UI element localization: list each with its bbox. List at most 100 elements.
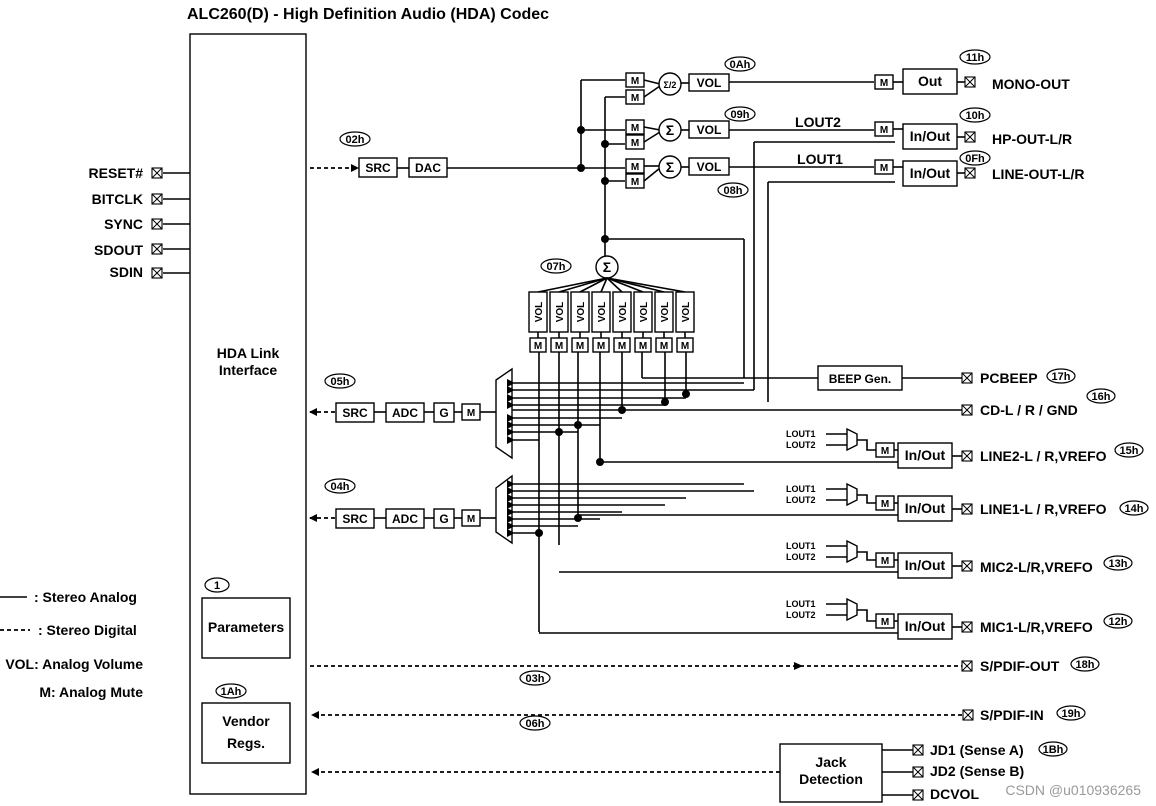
diagram-title: ALC260(D) - High Definition Audio (HDA) … — [187, 6, 549, 23]
dac-label: DAC — [415, 161, 441, 175]
mixer-vol-label: VOL — [681, 302, 692, 323]
node-0ah: 0Ah — [730, 59, 751, 71]
mixer-mute-label: M — [660, 341, 668, 352]
lout2-label: LOUT2 — [795, 114, 841, 130]
node-10h: 10h — [966, 110, 985, 122]
node-09h: 09h — [731, 109, 750, 121]
hp-inout-box — [902, 123, 958, 150]
mixer-vol-label: VOL — [555, 302, 566, 323]
node-07h: 07h — [547, 261, 566, 273]
parameters-box — [201, 597, 291, 659]
node-08h: 08h — [724, 185, 743, 197]
pin-sync: SYNC — [104, 216, 143, 232]
src-04: SRC — [342, 512, 368, 526]
vendor-node: 1Ah — [221, 686, 242, 698]
lout1-label: LOUT1 — [797, 151, 843, 167]
in-stage-label: In/Out — [905, 500, 946, 516]
legend-analog: : Stereo Analog — [34, 589, 137, 605]
mixer-vol-label: VOL — [534, 302, 545, 323]
pin-terminal-icon — [151, 193, 163, 205]
pin-mono-out: MONO-OUT — [992, 76, 1070, 92]
pin-terminal-icon — [961, 560, 973, 572]
legend-vol: VOL: Analog Volume — [5, 656, 143, 672]
in-stage-label: In/Out — [905, 618, 946, 634]
line-inout-box — [902, 160, 958, 187]
pin-spdif-in: S/PDIF-IN — [980, 707, 1044, 723]
hda-link-box — [189, 33, 307, 795]
in-mute-label: M — [881, 617, 889, 628]
lout1-tag: LOUT1 — [786, 541, 816, 551]
pin-spdif-out: S/PDIF-OUT — [980, 658, 1060, 674]
node-19h: 19h — [1062, 708, 1081, 720]
node-05h: 05h — [331, 376, 350, 388]
node-04h: 04h — [331, 481, 350, 493]
mixer-mute-label: M — [639, 341, 647, 352]
parameters-node: 1 — [214, 580, 220, 592]
node-12h: 12h — [1109, 616, 1128, 628]
mixer-mute-label: M — [681, 341, 689, 352]
node-11h: 11h — [966, 52, 985, 64]
pin-jd1: JD1 (Sense A) — [930, 742, 1024, 758]
node-15h: 15h — [1120, 445, 1139, 457]
g-04: G — [439, 512, 448, 526]
out-mutes: M M M M M M — [625, 72, 645, 189]
pin-terminal-icon — [964, 76, 976, 88]
mixer-mute-label: M — [597, 341, 605, 352]
mute-line-out: M — [880, 163, 888, 174]
pin-terminal-icon — [961, 372, 973, 384]
pin-terminal-icon — [964, 131, 976, 143]
pin-terminal-icon — [151, 267, 163, 279]
hp-inout-label: In/Out — [910, 128, 951, 144]
mono-out-label: Out — [918, 73, 942, 89]
pin-sdin: SDIN — [110, 264, 143, 280]
pin-terminal-icon — [151, 243, 163, 255]
pin-bitclk: BITCLK — [92, 191, 143, 207]
mono-out-box — [902, 68, 958, 95]
m-04: M — [467, 514, 475, 525]
node-14h: 14h — [1125, 503, 1144, 515]
m-05: M — [467, 408, 475, 419]
mute-a2: M — [631, 93, 639, 104]
pin-line1: LINE1-L / R,VREFO — [980, 501, 1107, 517]
pin-terminal-icon — [961, 450, 973, 462]
pin-terminal-icon — [961, 660, 973, 672]
hda-link-label-1: HDA Link — [217, 345, 280, 361]
pin-terminal-icon — [961, 404, 973, 416]
dac-src-label: SRC — [365, 161, 391, 175]
pin-jd2: JD2 (Sense B) — [930, 763, 1024, 779]
pin-mic2: MIC2-L/R,VREFO — [980, 559, 1093, 575]
vendor-box — [201, 702, 291, 764]
mute-a1: M — [631, 76, 639, 87]
mixer-vol-label: VOL — [597, 302, 608, 323]
g-05: G — [439, 406, 448, 420]
mute-c1: M — [631, 162, 639, 173]
mux-05 — [495, 367, 513, 460]
pin-line2: LINE2-L / R,VREFO — [980, 448, 1107, 464]
adc-05: ADC — [392, 406, 418, 420]
parameters-node-oval — [204, 577, 230, 593]
pin-terminal-icon — [961, 503, 973, 515]
mute-hp-out: M — [880, 125, 888, 136]
sum-hp: Σ — [666, 122, 674, 138]
lout1-tag: LOUT1 — [786, 484, 816, 494]
node-03h: 03h — [526, 673, 545, 685]
mixer-mute-label: M — [618, 341, 626, 352]
sum-line: Σ — [666, 159, 674, 175]
vendor-node-oval — [215, 683, 247, 699]
left-pins: RESET# BITCLK SYNC SDOUT SDIN — [89, 165, 190, 280]
pin-sdout: SDOUT — [94, 242, 143, 258]
node-02h: 02h — [346, 134, 365, 146]
pin-terminal-icon — [912, 744, 924, 756]
mux-04 — [495, 474, 513, 545]
mute-c2: M — [631, 177, 639, 188]
pin-terminal-icon — [151, 218, 163, 230]
legend-digital: : Stereo Digital — [38, 622, 137, 638]
beep-label: BEEP Gen. — [829, 372, 891, 386]
adc-04: ADC — [392, 512, 418, 526]
parameters-label: Parameters — [208, 619, 284, 635]
pin-terminal-icon — [962, 709, 974, 721]
vendor-label-2: Regs. — [227, 735, 265, 751]
pin-dcvol: DCVOL — [930, 786, 979, 802]
jack-label-2: Detection — [799, 771, 863, 787]
node-16h: 16h — [1092, 391, 1111, 403]
